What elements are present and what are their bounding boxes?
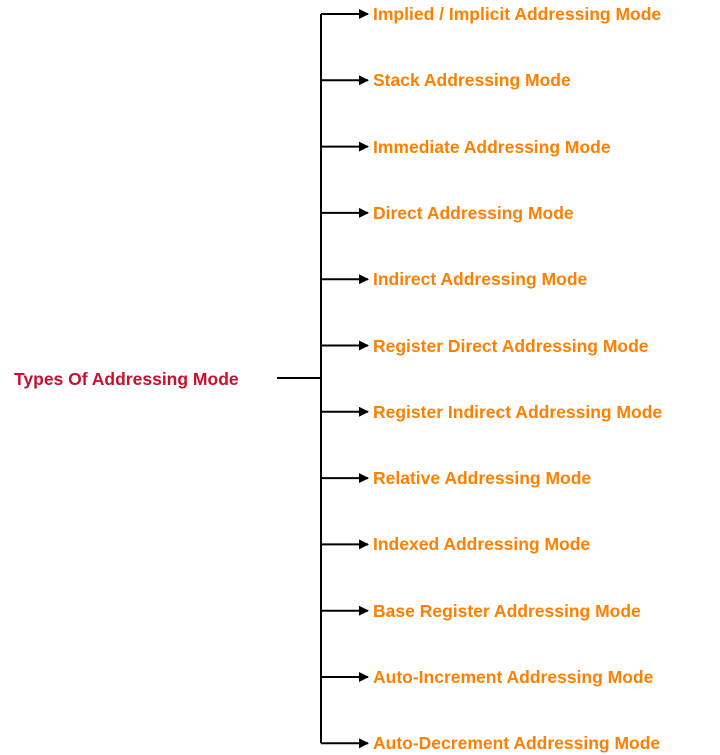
branch-item-label: Relative Addressing Mode xyxy=(373,468,592,489)
root-node-label: Types Of Addressing Mode xyxy=(14,369,239,389)
branch-item-label: Stack Addressing Mode xyxy=(373,70,571,91)
branch-item-label: Base Register Addressing Mode xyxy=(373,600,641,621)
branch-item-label: Register Indirect Addressing Mode xyxy=(373,401,663,422)
branch-item-label: Auto-Increment Addressing Mode xyxy=(373,667,654,687)
branch-item-label: Direct Addressing Mode xyxy=(373,202,574,223)
branch-item-label: Indexed Addressing Mode xyxy=(373,534,591,555)
branch-item-label: Auto-Decrement Addressing Mode xyxy=(373,733,661,754)
branch-item-label: Indirect Addressing Mode xyxy=(373,269,588,290)
branch-item-label: Implied / Implicit Addressing Mode xyxy=(373,4,662,24)
branch-item-label: Immediate Addressing Mode xyxy=(373,136,611,157)
branch-item-label: Register Direct Addressing Mode xyxy=(373,335,649,356)
